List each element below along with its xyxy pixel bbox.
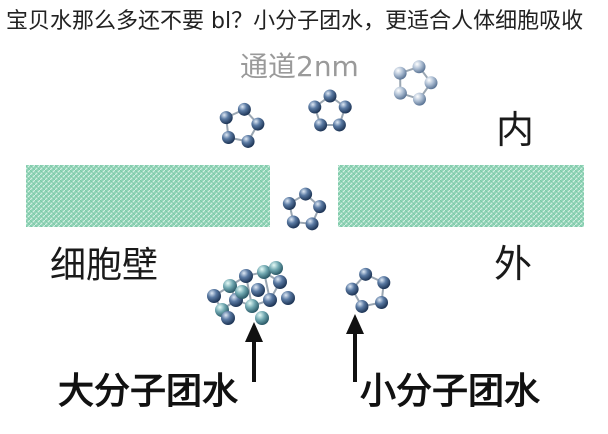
water-molecule [345, 282, 359, 296]
water-molecule [299, 187, 313, 201]
outside-label: 外 [494, 242, 532, 286]
small-cluster-outside [345, 267, 391, 313]
water-molecule [375, 295, 389, 309]
water-molecule [207, 289, 221, 303]
water-molecule [393, 86, 407, 100]
water-molecule [286, 215, 300, 229]
cell-wall-right [338, 165, 584, 227]
water-molecule [305, 217, 319, 231]
water-molecule [237, 102, 251, 116]
water-molecule [355, 299, 369, 313]
inside-label: 内 [496, 108, 534, 152]
water-molecule [308, 100, 322, 114]
arrow-small-cluster [346, 314, 364, 382]
small-cluster-inside-3 [393, 60, 438, 106]
small-cluster-label: 小分子团水 [360, 371, 541, 412]
water-molecule [221, 311, 235, 325]
water-molecule [282, 197, 296, 211]
water-molecule [219, 111, 233, 125]
water-molecule [412, 92, 426, 106]
arrow-large-cluster [245, 322, 263, 382]
water-molecule [412, 60, 426, 74]
water-molecule [338, 100, 352, 114]
water-molecule [269, 261, 283, 275]
water-molecule [314, 118, 328, 132]
cell-wall-left [26, 165, 270, 227]
water-molecule [251, 117, 265, 131]
water-molecule [393, 66, 407, 80]
water-molecule [251, 283, 265, 297]
water-molecule [257, 265, 271, 279]
water-molecule [377, 276, 391, 290]
water-molecule [223, 279, 237, 293]
water-molecule [359, 267, 373, 281]
large-cluster-outside [207, 261, 295, 325]
water-molecule [313, 200, 327, 214]
large-cluster-label: 大分子团水 [58, 371, 239, 412]
water-molecule [241, 134, 255, 148]
water-molecule [332, 118, 346, 132]
water-molecule [281, 291, 295, 305]
water-molecule [255, 311, 269, 325]
article-heading: 宝贝水那么多还不要 bl？小分子团水，更适合人体细胞吸收 [6, 9, 584, 34]
water-molecule [245, 299, 259, 313]
small-cluster-inside-1 [219, 102, 265, 148]
water-molecule [235, 285, 249, 299]
small-cluster-channel [282, 187, 327, 231]
small-cluster-inside-2 [308, 89, 352, 132]
water-molecule [323, 89, 337, 103]
channel-label: 通道2nm [240, 50, 359, 83]
water-molecule [424, 76, 438, 90]
cell-wall-label: 细胞壁 [50, 245, 158, 286]
water-molecule [239, 269, 253, 283]
water-molecule [263, 293, 277, 307]
water-molecule [221, 130, 235, 144]
water-molecule [273, 275, 287, 289]
